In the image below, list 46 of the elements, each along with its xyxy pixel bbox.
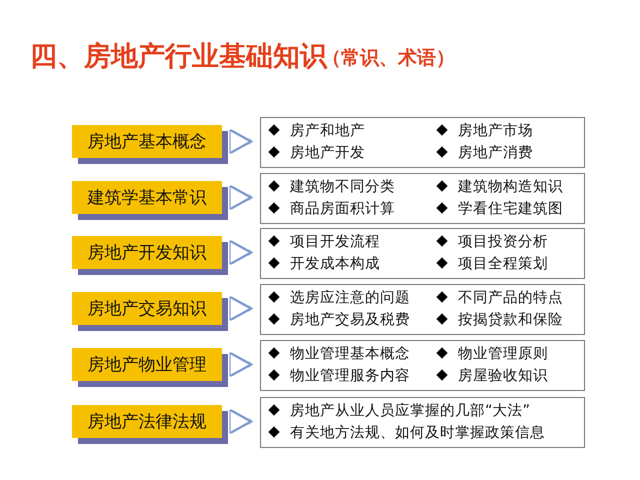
category-box	[72, 125, 222, 158]
topic-list-box	[260, 173, 585, 224]
list-item: 项目投资分析	[458, 234, 548, 250]
list-item: 不同产品的特点	[458, 290, 563, 306]
list-item: 物业管理服务内容	[290, 368, 410, 384]
hollow-arrow	[228, 351, 252, 378]
hollow-arrow	[228, 184, 252, 211]
category-box	[72, 181, 222, 214]
list-item: 物业管理基本概念	[290, 346, 410, 362]
list-item: 商品房面积计算	[290, 201, 395, 217]
category-label: 房地产法律法规	[88, 411, 206, 433]
hollow-arrow	[228, 295, 252, 322]
topic-list-box	[260, 228, 585, 279]
topic-list-box	[260, 397, 585, 448]
list-item: 建筑物不同分类	[290, 179, 395, 195]
category-box	[72, 236, 222, 269]
hollow-arrow	[228, 239, 252, 266]
list-item: 项目开发流程	[290, 234, 380, 250]
list-item: 有关地方法规、如何及时掌握政策信息	[290, 425, 545, 441]
list-item: 房地产从业人员应掌握的几部“大法”	[290, 403, 530, 419]
list-item: 房地产交易及税费	[290, 312, 410, 328]
list-item: 开发成本构成	[290, 256, 380, 272]
hollow-arrow	[228, 408, 252, 435]
category-label: 房地产物业管理	[88, 354, 206, 376]
topic-list-box	[260, 117, 585, 168]
list-item: 房屋验收知识	[458, 368, 548, 384]
topic-list-box	[260, 340, 585, 391]
list-item: 按揭贷款和保险	[458, 312, 563, 328]
category-box	[72, 405, 222, 438]
hollow-arrow	[228, 128, 252, 155]
list-item: 房地产消费	[458, 145, 533, 161]
category-label: 建筑学基本常识	[88, 187, 206, 209]
category-label: 房地产基本概念	[88, 131, 206, 153]
list-item: 物业管理原则	[458, 346, 548, 362]
list-item: 建筑物构造知识	[458, 179, 563, 195]
category-box	[72, 292, 222, 325]
list-item: 选房应注意的问题	[290, 290, 410, 306]
list-item: 房地产开发	[290, 145, 365, 161]
category-box	[72, 348, 222, 381]
list-item: 房地产市场	[458, 123, 533, 139]
category-label: 房地产交易知识	[88, 298, 206, 320]
list-item: 项目全程策划	[458, 256, 548, 272]
list-item: 房产和地产	[290, 123, 365, 139]
category-label: 房地产开发知识	[88, 242, 206, 264]
topic-list-box	[260, 284, 585, 335]
list-item: 学看住宅建筑图	[458, 201, 563, 217]
